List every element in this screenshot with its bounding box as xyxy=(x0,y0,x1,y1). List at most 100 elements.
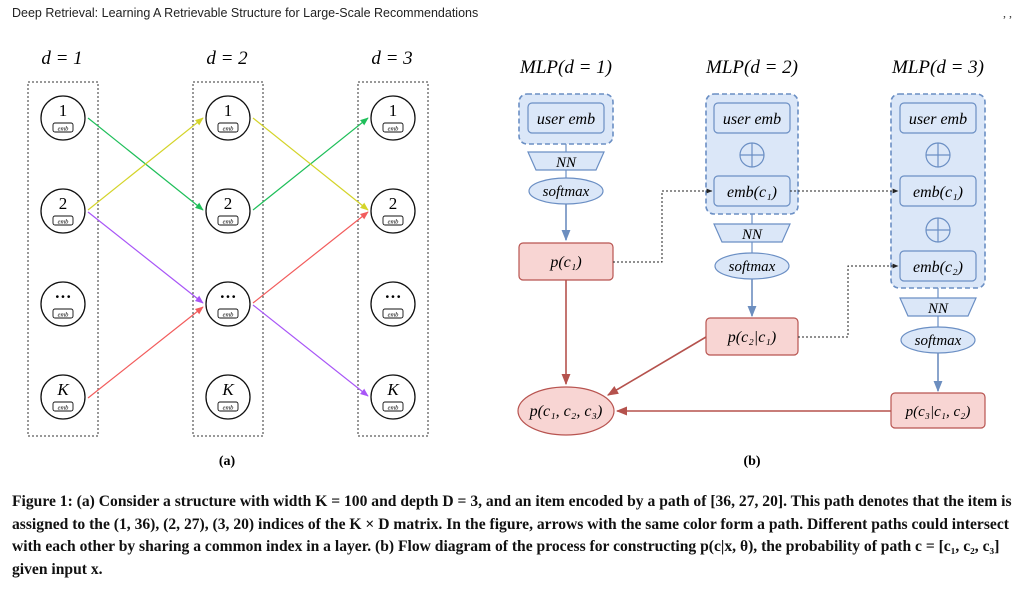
emb-chip xyxy=(52,215,74,226)
emb-chip xyxy=(52,401,74,412)
emb-chip-label: emb xyxy=(388,126,400,133)
col-title-d1: d = 1 xyxy=(41,48,82,69)
user-emb-label-3: user emb xyxy=(909,111,967,128)
p-joint-node xyxy=(517,386,615,436)
emb-chip-label: emb xyxy=(388,312,400,319)
joint-arrow-from-c2 xyxy=(607,336,707,396)
emb-c1-box-3 xyxy=(899,175,977,207)
emb-chip xyxy=(52,122,74,133)
plus-icon-3b xyxy=(925,217,951,243)
emb-chip-label: emb xyxy=(223,405,235,412)
mlp-title-1: MLP(d = 1) xyxy=(519,57,612,78)
emb-chip-label: emb xyxy=(388,405,400,412)
node-label: 1 xyxy=(224,101,233,120)
panel-a: d = 1 d = 2 d = 3 1emb2emb···embKemb1emb… xyxy=(27,48,429,469)
figure-caption: Figure 1: (a) Consider a structure with … xyxy=(12,491,1018,581)
user-emb-label-1: user emb xyxy=(537,111,595,128)
node-label: 2 xyxy=(389,194,398,213)
col-title-d2: d = 2 xyxy=(206,48,248,69)
emb-chip xyxy=(382,122,404,133)
p-c3-label: p(c₃|c₁, c₂) xyxy=(905,404,971,420)
nn-label-3: NN xyxy=(927,301,949,317)
emb-chip-label: emb xyxy=(58,312,70,319)
node-label: 1 xyxy=(59,101,68,120)
emb-chip xyxy=(217,401,239,412)
emb-chip-label: emb xyxy=(223,312,235,319)
mlp-title-2: MLP(d = 2) xyxy=(705,57,798,78)
path-arrow-red-2 xyxy=(252,211,369,304)
mlp-title-3: MLP(d = 3) xyxy=(891,57,984,78)
emb-c2-box-3 xyxy=(899,250,977,282)
node-d2-1: 1 emb xyxy=(205,95,251,141)
p-c1-label: p(c₁) xyxy=(549,254,581,271)
node-d2-dots: ··· emb xyxy=(205,281,251,327)
running-title: Deep Retrieval: Learning A Retrievable S… xyxy=(12,6,479,20)
node-label: ··· xyxy=(384,287,401,306)
node-d3-1: 1 emb xyxy=(370,95,416,141)
path-arrow-yellow-1 xyxy=(87,117,204,211)
p-joint-label: p(c₁, c₂, c₃) xyxy=(529,403,603,420)
node-label: K xyxy=(386,380,400,399)
emb-chip xyxy=(382,308,404,319)
node-label: 1 xyxy=(389,101,398,120)
user-emb-box-1 xyxy=(527,102,605,134)
figure: d = 1 d = 2 d = 3 1emb2emb···embKemb1emb… xyxy=(27,48,986,469)
panel-b-sublabel: (b) xyxy=(743,454,760,469)
emb-chip xyxy=(217,308,239,319)
running-mark: , , xyxy=(1003,6,1012,20)
node-label: 2 xyxy=(59,194,68,213)
plus-icon-2a xyxy=(739,142,765,168)
softmax-label-1: softmax xyxy=(543,184,590,200)
user-emb-label-2: user emb xyxy=(723,111,781,128)
path-arrow-red-1 xyxy=(87,306,204,399)
emb-c1-label-3: emb(c₁) xyxy=(913,184,963,201)
nn-block-1 xyxy=(527,151,605,171)
node-d3-dots: ··· emb xyxy=(370,281,416,327)
node-label: ··· xyxy=(54,287,71,306)
emb-chip-label: emb xyxy=(58,405,70,412)
emb-chip xyxy=(382,401,404,412)
feedback-c1-to-mlp2 xyxy=(613,188,713,263)
panel-b: MLP(d = 1) MLP(d = 2) MLP(d = 3) user em… xyxy=(517,57,986,469)
user-emb-box-2 xyxy=(713,102,791,134)
nn-block-3 xyxy=(899,297,977,317)
node-d1-2: 2 emb xyxy=(40,188,86,234)
node-label: 2 xyxy=(224,194,233,213)
emb-chip-label: emb xyxy=(58,219,70,226)
emb-chip xyxy=(382,215,404,226)
softmax-label-3: softmax xyxy=(915,333,962,349)
node-d1-dots: ··· emb xyxy=(40,281,86,327)
plus-icon-3a xyxy=(925,142,951,168)
feedback-c2-to-mlp3 xyxy=(798,263,899,338)
emb-chip-label: emb xyxy=(58,126,70,133)
emb-chip-label: emb xyxy=(223,219,235,226)
emb-chip-label: emb xyxy=(223,126,235,133)
emb-c1-label-2: emb(c₁) xyxy=(727,184,777,201)
emb-c2-label-3: emb(c₂) xyxy=(913,259,963,276)
softmax-label-2: softmax xyxy=(729,259,776,275)
emb-chip xyxy=(217,122,239,133)
emb-chip-label: emb xyxy=(388,219,400,226)
node-d2-2: 2 emb xyxy=(205,188,251,234)
node-label: K xyxy=(56,380,70,399)
path-arrow-purple-2 xyxy=(252,304,369,397)
panel-a-sublabel: (a) xyxy=(219,454,236,469)
user-emb-box-3 xyxy=(899,102,977,134)
emb-chip xyxy=(52,308,74,319)
p-c2-c1-label: p(c₂|c₁) xyxy=(727,329,776,346)
path-arrow-yellow-2 xyxy=(252,117,369,211)
node-label: K xyxy=(221,380,235,399)
nn-label-2: NN xyxy=(741,227,763,243)
node-label: ··· xyxy=(219,287,236,306)
emb-chip xyxy=(217,215,239,226)
nn-label-1: NN xyxy=(555,155,577,171)
col-title-d3: d = 3 xyxy=(371,48,412,69)
nn-block-2 xyxy=(713,223,791,243)
node-d1-1: 1 emb xyxy=(40,95,86,141)
path-arrow-purple-1 xyxy=(87,211,204,304)
figure-caption-text: Figure 1: (a) Consider a structure with … xyxy=(12,493,1012,578)
node-d3-2: 2 emb xyxy=(370,188,416,234)
